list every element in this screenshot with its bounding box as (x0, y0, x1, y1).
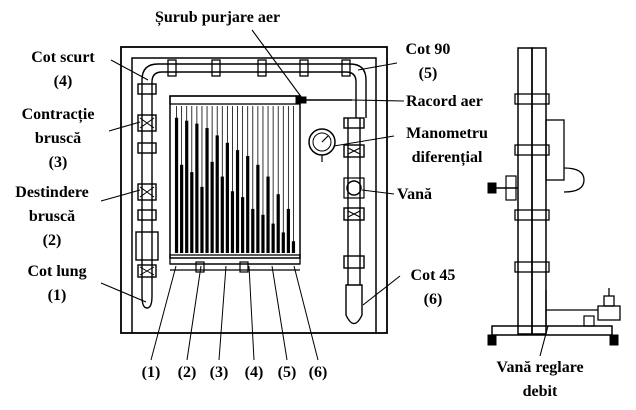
destindere-flange (137, 209, 157, 221)
manometer-liquid-column (185, 120, 189, 253)
manometer-liquid-column (174, 117, 179, 253)
manometer-liquid-column (261, 214, 265, 253)
label-vana-reglare-2: debit (523, 383, 558, 400)
labels: Șurub purjare aer Cot scurt (4) Contracț… (15, 9, 583, 400)
label-manometru-1: Manometru (406, 125, 488, 142)
top-pipe-clamps (167, 59, 351, 77)
side-stand (487, 47, 621, 346)
tube-number-6: (6) (309, 364, 328, 381)
manometer-liquid-column (286, 208, 290, 253)
manometer-liquid-column (225, 142, 229, 253)
label-contractie-1: Contracție (22, 106, 95, 124)
manometer-liquid-column (200, 186, 204, 253)
cot-scurt-flange (137, 83, 157, 95)
large-section (135, 231, 159, 261)
manometer-liquid-column (190, 172, 194, 253)
label-vana: Vană (397, 186, 432, 203)
tube-number-5: (5) (278, 364, 297, 381)
manometer-liquid-column (205, 128, 209, 253)
manometer-liquid-column (256, 164, 260, 253)
vana-reglare-debit-valve (597, 305, 621, 321)
label-manometru-2: diferențial (412, 149, 483, 167)
manometer-liquid-column (276, 194, 280, 253)
vana-valve (346, 180, 362, 196)
label-cot-90-num: (5) (419, 65, 438, 82)
manometer-liquid-column (291, 241, 296, 253)
label-cot-lung: Cot lung (27, 263, 86, 280)
label-destindere-2: bruscă (29, 208, 75, 225)
manometer-liquid-column (251, 208, 255, 253)
cot-45-end (345, 284, 363, 325)
label-cot-scurt: Cot scurt (31, 49, 95, 66)
racord-aer-fitting (295, 96, 307, 104)
label-racord-aer: Racord aer (406, 93, 483, 110)
left-pipe (135, 63, 367, 309)
label-contractie-num: (3) (49, 154, 68, 171)
label-destindere-1: Destindere (15, 184, 88, 201)
manometer-liquid-column (210, 161, 214, 253)
destindere-fitting (137, 183, 157, 201)
manometer-liquid-column (246, 155, 250, 253)
tube-number-4: (4) (245, 364, 264, 381)
manometer-liquid-column (230, 191, 235, 253)
label-cot-lung-num: (1) (48, 287, 67, 304)
manometer-liquid-column (281, 232, 285, 253)
label-vana-reglare-1: Vană reglare (496, 359, 583, 376)
cot-lung-bend (141, 285, 153, 309)
tube-number-3: (3) (210, 364, 229, 381)
label-contractie-2: bruscă (35, 130, 81, 147)
frame-outer (120, 46, 388, 334)
manometer-columns (174, 106, 296, 253)
label-cot-45-num: (6) (424, 291, 443, 308)
label-cot-scurt-num: (4) (54, 73, 73, 90)
manometer-liquid-column (266, 176, 270, 253)
main-frame (120, 46, 388, 334)
bottom-pipe (170, 261, 300, 273)
manometer-liquid-column (241, 197, 245, 253)
leader-lines (100, 29, 549, 361)
tube-panel-frame (169, 95, 301, 259)
tube-panel (169, 95, 352, 265)
contractie-flange (137, 142, 157, 154)
manometer-liquid-column (215, 135, 219, 253)
label-cot-45: Cot 45 (411, 267, 456, 284)
label-cot-90: Cot 90 (406, 41, 451, 58)
cot-90-flange (343, 117, 365, 129)
frame-inner (131, 57, 377, 333)
label-surub-purjare: Șurub purjare aer (155, 9, 280, 27)
manometru-diferential (308, 128, 336, 162)
manometer-liquid-column (271, 223, 275, 253)
manometer-liquid-column (180, 164, 184, 253)
label-destindere-num: (2) (43, 232, 62, 249)
manometer-liquid-column (235, 150, 240, 253)
cot-lung-flange (137, 264, 157, 278)
manometer-liquid-column (220, 176, 224, 253)
tube-number-2: (2) (178, 364, 197, 381)
manometer-liquid-column (195, 123, 199, 253)
tube-number-1: (1) (142, 364, 161, 381)
right-pipe (343, 117, 365, 325)
